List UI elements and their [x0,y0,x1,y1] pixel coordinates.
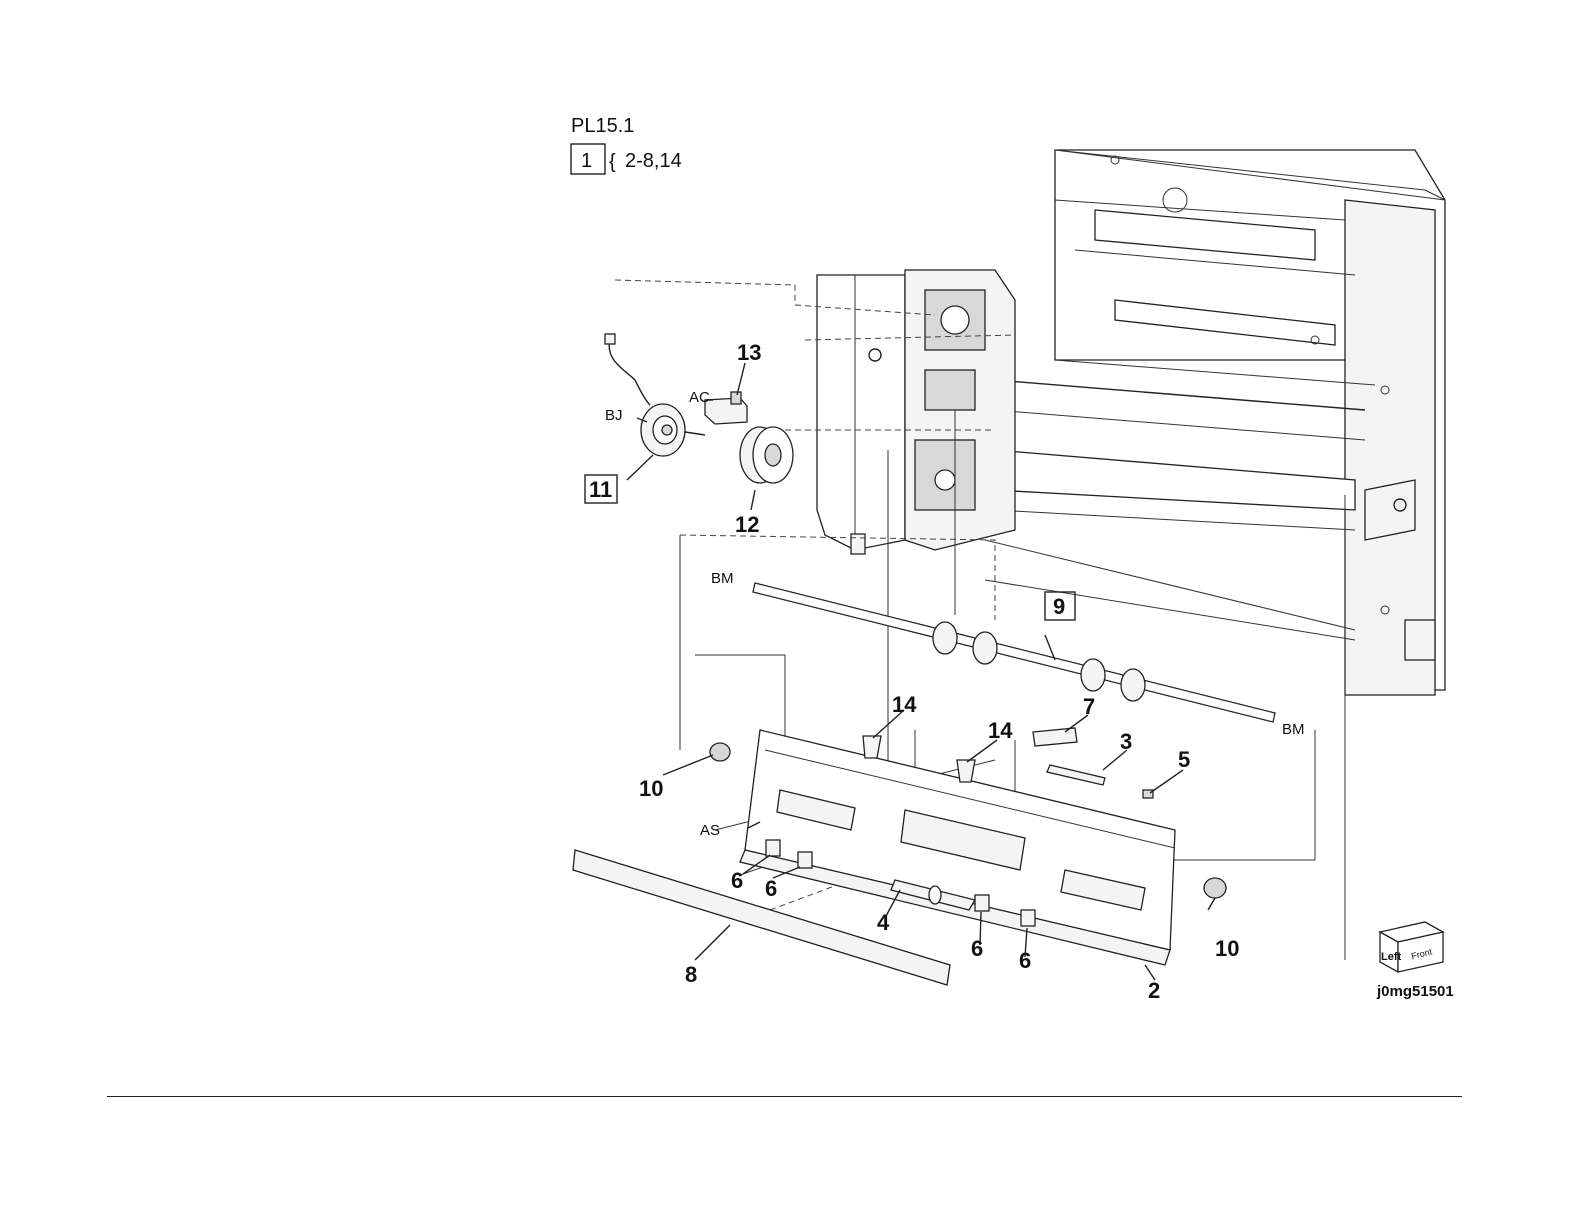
callout-2: 2 [1148,978,1160,1003]
callout-ac: AC [689,389,710,406]
figure-image-id: j0mg51501 [1376,983,1454,1000]
callout-14a: 14 [892,692,917,717]
callout-4: 4 [877,910,890,935]
callout-6a: 6 [731,868,743,893]
callout-10b: 10 [1215,936,1239,961]
assembly-number: 1 [581,150,592,172]
callout-6b: 6 [765,876,777,901]
callout-8: 8 [685,962,697,987]
shaft-part-9 [753,583,1275,722]
callout-6d: 6 [1019,948,1031,973]
orientation-left: Left [1381,951,1402,963]
footer-rule [107,1096,1462,1097]
callout-3: 3 [1120,729,1132,754]
assembly-brace: { [609,151,616,173]
callout-7: 7 [1083,694,1095,719]
callout-12: 12 [735,512,759,537]
callout-bm-left: BM [711,570,734,587]
bracket-part-13 [705,363,747,424]
orientation-cube-icon: Left Front [1380,922,1443,972]
callout-5: 5 [1178,747,1190,772]
callout-10a: 10 [639,776,663,801]
callout-11: 11 [589,477,612,502]
callout-bm-right: BM [1282,721,1305,738]
side-plate [817,270,1015,554]
parts-diagram-svg: PL15.1 1 { 2-8,14 [555,110,1465,1030]
callout-14b: 14 [988,718,1013,743]
callout-as: AS [700,822,720,839]
callout-13: 13 [737,340,761,365]
callout-9: 9 [1053,594,1065,619]
parts-diagram: PL15.1 1 { 2-8,14 [555,110,1465,1035]
gear-part-12 [740,427,793,510]
callout-6c: 6 [971,936,983,961]
callout-bj: BJ [605,407,623,424]
assembly-range: 2-8,14 [625,150,682,172]
figure-title: PL15.1 [571,115,634,137]
